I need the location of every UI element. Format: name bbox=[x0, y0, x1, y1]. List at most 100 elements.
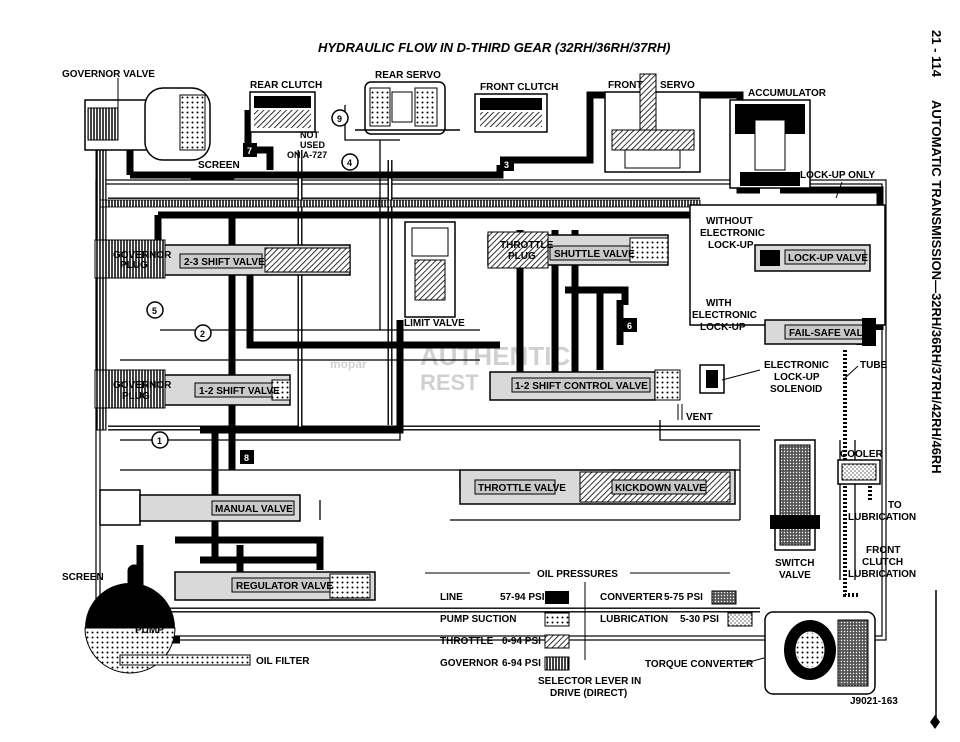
label-cooler: COOLER bbox=[840, 449, 884, 460]
label-shuttle-valve: SHUTTLE VALVE bbox=[554, 249, 635, 260]
circuit-number-8: 8 bbox=[244, 453, 249, 463]
label-solenoid-3: SOLENOID bbox=[770, 384, 822, 395]
label-not-used-3: ON A-727 bbox=[287, 150, 327, 160]
circuit-marker-7 bbox=[243, 143, 257, 157]
label-front-clutch-lube-1: FRONT bbox=[866, 545, 900, 556]
oil-filter bbox=[119, 654, 251, 666]
watermark-authentic: AUTHENTIC bbox=[420, 341, 570, 371]
label-accumulator: ACCUMULATOR bbox=[748, 88, 827, 99]
legend-throttle-swatch bbox=[544, 634, 570, 649]
legend-throttle-range: 0-94 PSI bbox=[502, 636, 541, 647]
circuit-marker-3 bbox=[500, 157, 514, 171]
label-screen-top: SCREEN bbox=[198, 160, 240, 171]
legend-governor-swatch bbox=[544, 656, 570, 671]
label-front-servo-a: FRONT bbox=[608, 80, 642, 91]
label-failsafe-valve: FAIL-SAFE VALVE bbox=[789, 328, 876, 339]
label-not-used-2: USED bbox=[300, 140, 326, 150]
accumulator bbox=[729, 99, 811, 189]
label-solenoid-1: ELECTRONIC bbox=[764, 360, 829, 371]
shuttle-valve bbox=[487, 231, 669, 269]
legend-line-swatch bbox=[545, 591, 569, 604]
circuit-number-9: 9 bbox=[337, 114, 342, 124]
selector-line-1: SELECTOR LEVER IN bbox=[538, 676, 641, 687]
label-front-clutch-lube-2: CLUTCH bbox=[862, 557, 903, 568]
cooler bbox=[837, 459, 881, 485]
label-with-electronic-2: ELECTRONIC bbox=[692, 310, 757, 321]
label-kickdown-valve: KICKDOWN VALVE bbox=[615, 483, 706, 494]
label-switch-valve-2: VALVE bbox=[779, 570, 811, 581]
label-front-clutch-lube-3: LUBRICATION bbox=[848, 569, 916, 580]
page-number: 21 - 114 bbox=[929, 30, 944, 78]
circuit-marker-1 bbox=[151, 431, 169, 449]
section-title: AUTOMATIC TRANSMISSION—32RH/36RH/37RH/42… bbox=[929, 100, 944, 474]
control-valve-12 bbox=[489, 369, 681, 401]
label-manual-valve: MANUAL VALVE bbox=[215, 504, 293, 515]
legend-lubrication-swatch bbox=[727, 612, 753, 627]
lockup-solenoid bbox=[699, 364, 761, 394]
label-rear-servo: REAR SERVO bbox=[375, 70, 441, 81]
circuit-number-4: 4 bbox=[347, 158, 352, 168]
torque-converter bbox=[764, 611, 876, 695]
label-front-clutch: FRONT CLUTCH bbox=[480, 82, 558, 93]
manual-valve bbox=[99, 489, 301, 526]
label-control-valve-12: 1-2 SHIFT CONTROL VALVE bbox=[515, 381, 648, 392]
label-to-lubrication-1: TO bbox=[888, 500, 902, 511]
limit-valve bbox=[404, 221, 456, 318]
label-shift-valve-23: 2-3 SHIFT VALVE bbox=[184, 257, 265, 268]
label-tube: TUBE bbox=[860, 360, 888, 371]
legend-converter-name: CONVERTER bbox=[600, 592, 664, 603]
circuit-number-1: 1 bbox=[157, 436, 162, 446]
rear-clutch bbox=[249, 91, 316, 133]
label-governor-valve: GOVERNOR VALVE bbox=[62, 69, 155, 80]
label-lockup-only: LOCK-UP ONLY bbox=[800, 170, 875, 181]
legend-lubrication-name: LUBRICATION bbox=[600, 614, 668, 625]
label-with-electronic-3: LOCK-UP bbox=[700, 322, 746, 333]
legend-lubrication-range: 5-30 PSI bbox=[680, 614, 719, 625]
legend-line-name: LINE bbox=[440, 592, 463, 603]
circuit-number-7: 7 bbox=[247, 146, 252, 156]
label-without-electronic-2: ELECTRONIC bbox=[700, 228, 765, 239]
label-torque-converter: TORQUE CONVERTER bbox=[645, 659, 754, 670]
switch-valve bbox=[770, 439, 820, 551]
circuit-marker-2 bbox=[194, 324, 212, 342]
legend-line-range: 57-94 PSI bbox=[500, 592, 545, 603]
label-screen-bottom: SCREEN bbox=[62, 572, 104, 583]
front-clutch bbox=[474, 93, 548, 133]
label-governor-plug-2a: GOVERNOR bbox=[113, 380, 172, 391]
circuit-marker-9 bbox=[331, 109, 349, 127]
legend-converter-range: 5-75 PSI bbox=[664, 592, 703, 603]
screen-top: SCREEN bbox=[189, 160, 240, 181]
lockup-valve bbox=[689, 204, 886, 326]
label-throttle-valve: THROTTLE VALVE bbox=[478, 483, 566, 494]
label-governor-plug-1a: GOVERNOR bbox=[113, 250, 172, 261]
failsafe-valve bbox=[764, 318, 876, 346]
rear-servo bbox=[355, 81, 460, 135]
throttle-kickdown-valve bbox=[459, 469, 736, 505]
watermark-rest: REST bbox=[420, 370, 479, 395]
legend: OIL PRESSURES LINE 57-94 PSI PUMP SUCTIO… bbox=[425, 569, 753, 699]
label-to-lubrication-2: LUBRICATION bbox=[848, 512, 916, 523]
label-solenoid-2: LOCK-UP bbox=[774, 372, 820, 383]
lubrication-passage bbox=[843, 350, 860, 597]
label-governor-plug-2b: PLUG bbox=[122, 391, 150, 402]
circuit-marker-5 bbox=[146, 301, 164, 319]
label-throttle-plug-b: PLUG bbox=[508, 251, 536, 262]
selector-line-2: DRIVE (DIRECT) bbox=[550, 688, 627, 699]
diagram-title: HYDRAULIC FLOW IN D-THIRD GEAR (32RH/36R… bbox=[318, 40, 670, 55]
legend-throttle-name: THROTTLE bbox=[440, 636, 494, 647]
label-throttle-plug-a: THROTTLE bbox=[500, 240, 554, 251]
label-governor-plug-1b: PLUG bbox=[120, 260, 148, 271]
circuit-marker-8 bbox=[240, 450, 254, 464]
legend-suction-swatch bbox=[544, 612, 570, 627]
label-front-servo-b: SERVO bbox=[660, 80, 695, 91]
circuit-number-5: 5 bbox=[152, 306, 157, 316]
governor-valve bbox=[84, 78, 211, 161]
shift-valve-12 bbox=[94, 369, 291, 409]
governor-passage-top bbox=[99, 199, 701, 208]
circuit-marker-6 bbox=[623, 318, 637, 332]
shift-valve-23 bbox=[94, 239, 351, 279]
circuit-marker-4 bbox=[341, 153, 359, 171]
legend-governor-range: 6-94 PSI bbox=[502, 658, 541, 669]
label-regulator-valve: REGULATOR VALVE bbox=[236, 581, 333, 592]
